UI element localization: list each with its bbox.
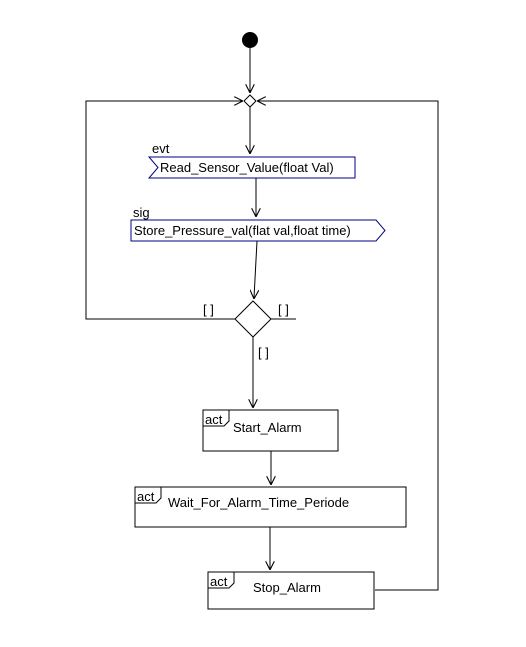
start-alarm-action[interactable]: act Start_Alarm (202, 409, 339, 452)
guard-right: [ ] (278, 302, 289, 317)
event-label: Read_Sensor_Value(float Val) (160, 160, 334, 175)
edge-sig-to-decision (254, 240, 257, 298)
signal-label: Store_Pressure_val(flat val,float time) (134, 223, 351, 238)
decision-node[interactable] (234, 300, 272, 338)
wait-label: Wait_For_Alarm_Time_Periode (168, 495, 349, 510)
edge-loop-left (85, 101, 242, 320)
guard-down: [ ] (258, 345, 269, 360)
start-alarm-tag: act (205, 412, 223, 427)
stop-alarm-label: Stop_Alarm (253, 580, 321, 595)
stop-alarm-action[interactable]: act Stop_Alarm (207, 571, 375, 610)
guard-left: [ ] (203, 302, 214, 317)
wait-action[interactable]: act Wait_For_Alarm_Time_Periode (134, 486, 407, 528)
event-tag: evt (152, 141, 170, 156)
initial-node[interactable] (242, 32, 258, 48)
accept-event-node[interactable]: evt Read_Sensor_Value(float Val) (147, 141, 356, 179)
send-signal-node[interactable]: sig Store_Pressure_val(flat val,float ti… (130, 205, 386, 242)
edge-loop-right (258, 101, 439, 591)
wait-tag: act (137, 489, 155, 504)
start-alarm-label: Start_Alarm (233, 420, 302, 435)
merge-node[interactable] (243, 94, 257, 108)
stop-alarm-tag: act (210, 574, 228, 589)
signal-tag: sig (133, 205, 150, 220)
